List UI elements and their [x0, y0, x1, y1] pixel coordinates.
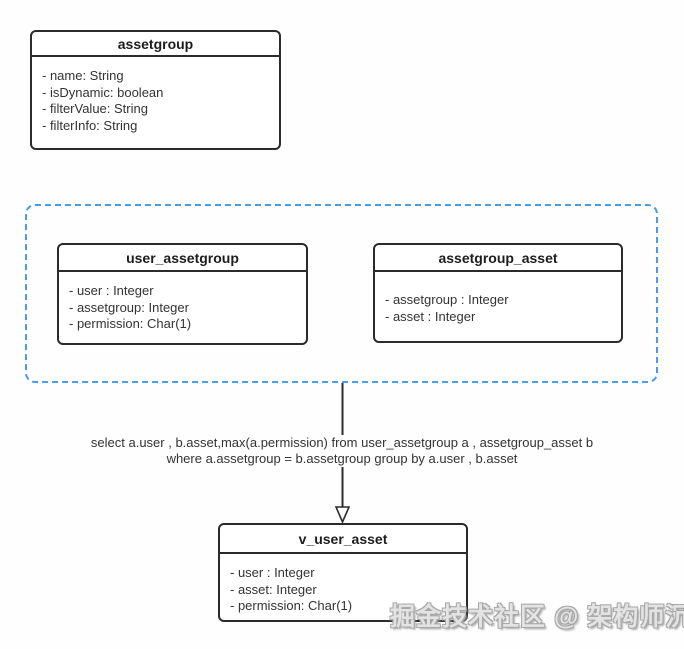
class-title-assetgroup-asset: assetgroup_asset [375, 245, 621, 272]
sql-annotation-line2: where a.assetgroup = b.assetgroup group … [166, 451, 518, 466]
class-attributes-assetgroup-asset: - assetgroup : Integer - asset : Integer [375, 272, 621, 325]
attribute-row: - isDynamic: boolean [42, 84, 164, 100]
class-box-assetgroup-asset: assetgroup_asset - assetgroup : Integer … [373, 243, 623, 343]
class-title-user-assetgroup: user_assetgroup [59, 245, 306, 272]
class-box-v-user-asset: v_user_asset - user : Integer - asset: I… [218, 523, 468, 622]
attribute-row: - filterValue: String [42, 101, 148, 116]
attribute-row: - user : Integer [69, 283, 154, 298]
attribute-row: - permission: Char(1) [230, 598, 353, 613]
class-title-assetgroup: assetgroup [32, 32, 279, 57]
class-attributes-user-assetgroup: - user : Integer - assetgroup: Integer -… [59, 272, 306, 333]
attribute-row: - assetgroup: Integer [69, 299, 189, 315]
hollow-arrowhead-icon [334, 506, 351, 524]
attribute-row: - asset : Integer [385, 308, 476, 324]
attribute-row: - asset: Integer [230, 581, 317, 597]
class-box-user-assetgroup: user_assetgroup - user : Integer - asset… [57, 243, 308, 345]
class-box-assetgroup: assetgroup - name: String - isDynamic: b… [30, 30, 281, 150]
attribute-row: - user : Integer [230, 565, 315, 580]
attribute-row: - permission: Char(1) [69, 316, 192, 331]
sql-annotation-line1: select a.user , b.asset,max(a.permission… [90, 435, 594, 450]
sql-annotation: select a.user , b.asset,max(a.permission… [40, 435, 644, 467]
class-attributes-assetgroup: - name: String - isDynamic: boolean - fi… [32, 57, 279, 134]
dashed-group-container [25, 204, 658, 383]
class-attributes-v-user-asset: - user : Integer - asset: Integer - perm… [220, 554, 466, 615]
watermark-text: 掘金技术社区 @ 架构师沉默 [390, 603, 684, 631]
attribute-row: - assetgroup : Integer [385, 292, 509, 307]
attribute-row: - filterInfo: String [42, 117, 138, 133]
attribute-row: - name: String [42, 68, 124, 83]
class-title-v-user-asset: v_user_asset [220, 525, 466, 554]
